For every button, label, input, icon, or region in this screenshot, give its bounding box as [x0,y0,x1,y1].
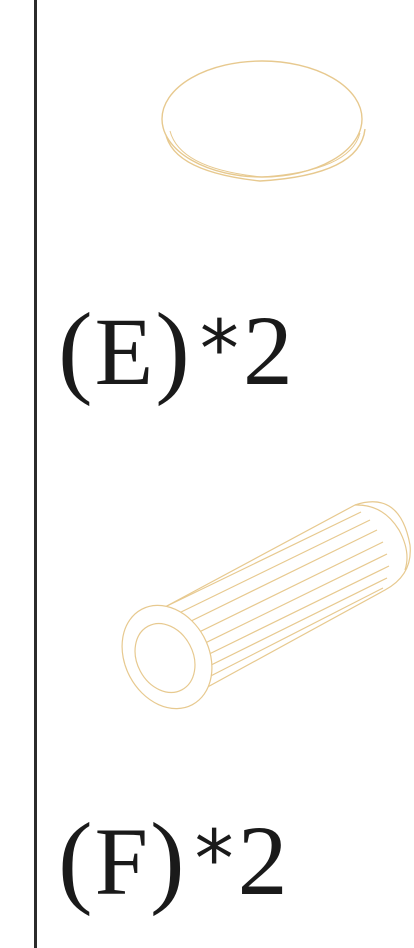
open-paren: ( [58,802,93,917]
cam-disc-icon [161,60,366,182]
part-letter: E [94,298,154,405]
part-f-label: (F)*2 [58,800,408,920]
part-quantity: 2 [242,295,293,406]
part-quantity: 2 [237,805,288,916]
wooden-dowel-icon [121,501,411,710]
part-letter: F [94,808,149,915]
close-paren: ) [155,292,190,407]
left-border-line [34,0,37,948]
part-e-label: (E)*2 [58,290,408,410]
close-paren: ) [150,802,185,917]
multiply-sign: * [199,305,239,395]
multiply-sign: * [194,815,234,905]
open-paren: ( [58,292,93,407]
